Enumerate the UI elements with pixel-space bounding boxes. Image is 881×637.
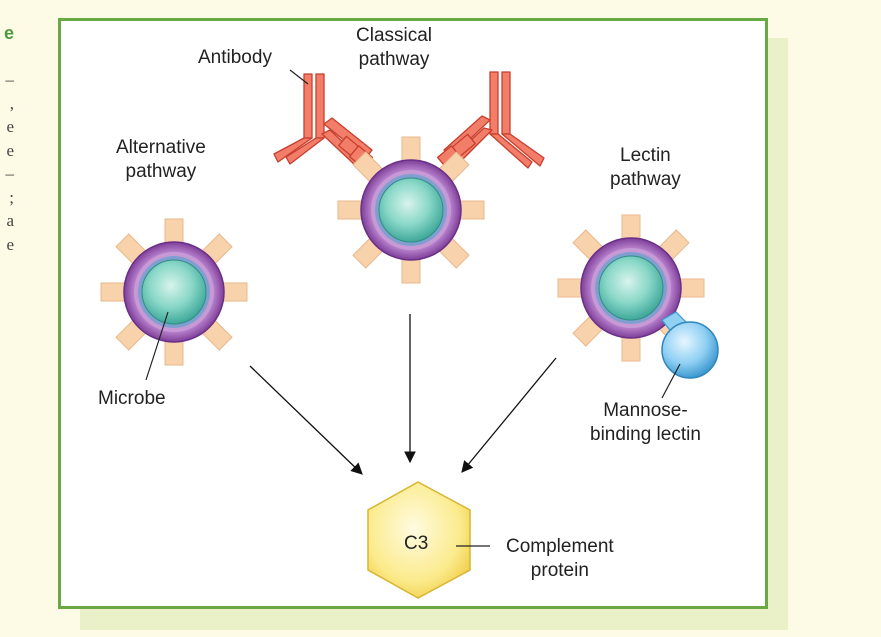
antibody-right [436, 71, 545, 169]
microbe-leader-line [145, 311, 169, 381]
classical-pathway-label: Classical pathway [356, 25, 433, 70]
side-line: e [6, 117, 14, 136]
c3-label: C3 [404, 533, 429, 554]
microbe-alternative [100, 218, 248, 366]
mannose-binding-lectin-label: Mannose- binding lectin [590, 400, 701, 445]
side-heading: e [3, 23, 14, 43]
side-line: – [5, 70, 15, 89]
complement-protein-label: Complement protein [506, 536, 614, 581]
antibody-label: Antibody [198, 47, 272, 68]
side-line: a [6, 211, 14, 230]
side-line: ; [9, 187, 14, 207]
antibody-leader-line [289, 69, 309, 85]
microbe-label: Microbe [98, 388, 166, 409]
alternative-pathway-label: Alternative pathway [116, 137, 206, 182]
lectin-leader-line [661, 363, 681, 399]
c3-hexagon [367, 481, 471, 599]
arrow-lectin-to-c3 [461, 357, 557, 473]
side-text-column: e – , e e – ; a e [0, 20, 14, 256]
arrow-alternative-to-c3 [249, 365, 363, 475]
side-line: e [6, 140, 14, 160]
side-line: – [5, 164, 15, 183]
antibody-left [273, 73, 374, 169]
side-line: , [9, 93, 14, 113]
lectin-pathway-label: Lectin pathway [610, 145, 681, 190]
side-line: e [6, 234, 14, 254]
microbe-classical [337, 136, 485, 284]
mannose-binding-lectin-shape [661, 311, 719, 379]
